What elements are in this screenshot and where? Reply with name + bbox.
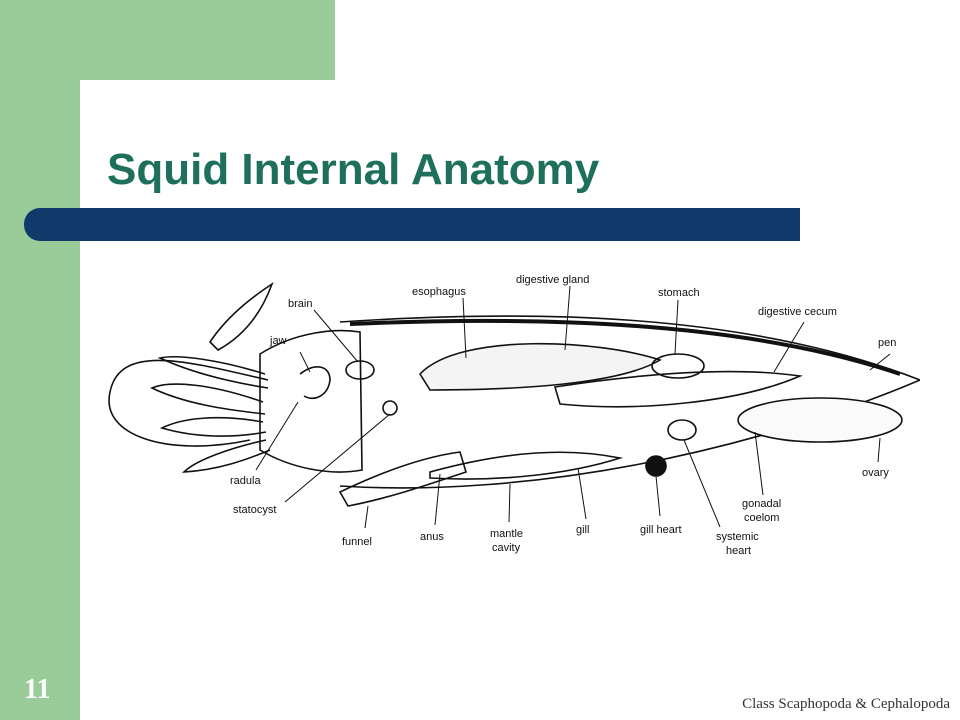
label-mantle-cavity-line1: mantle [490,528,523,540]
arm-upper [157,355,269,389]
pointer-lines [255,285,891,529]
squid-anatomy-diagram: brain esophagus digestive gland stomach … [100,262,920,572]
label-systemic-heart-line1: systemic [716,531,759,543]
digestive-cecum-shape [553,370,803,408]
label-gonadal-coelom-line1: gonadal [742,498,781,510]
label-pen: pen [878,337,896,349]
arm-lower [159,416,267,437]
label-digestive-gland: digestive gland [516,274,589,286]
label-esophagus: esophagus [412,286,466,298]
ovary-shape [737,397,903,443]
label-anus: anus [420,531,444,543]
mantle-outline [339,315,920,489]
squid-drawing [108,281,920,507]
systemic-heart-shape [667,419,697,441]
tentacle [108,359,269,447]
jaw-shape [299,366,331,400]
label-stomach: stomach [658,287,700,299]
arm-bottom [181,439,271,473]
gill-shape [429,451,624,480]
green-frame-top [0,0,335,80]
label-statocyst: statocyst [233,504,276,516]
title-underline-bar [24,208,800,241]
label-funnel: funnel [342,536,372,548]
label-gill-heart: gill heart [640,524,682,536]
label-digestive-cecum: digestive cecum [758,306,837,318]
label-ovary: ovary [862,467,889,479]
gill-heart-shape [645,455,667,477]
statocyst-shape [382,400,398,416]
green-frame-left [0,0,80,720]
slide-number: 11 [24,674,51,705]
label-mantle-cavity-line2: cavity [492,542,521,554]
head-outline [259,329,363,473]
brain-shape [345,360,375,380]
label-radula: radula [230,475,261,487]
label-gonadal-coelom-line2: coelom [744,512,779,524]
diagram-labels: brain esophagus digestive gland stomach … [230,274,896,557]
tentacle-club [208,281,274,351]
stomach-shape [651,353,705,379]
digestive-gland-shape [418,342,662,391]
label-brain: brain [288,298,312,310]
slide-title: Squid Internal Anatomy [107,145,600,194]
label-systemic-heart-line2: heart [726,545,751,557]
label-gill: gill [576,524,589,536]
funnel-shape [338,451,467,507]
arm-mid [150,383,266,415]
footer-text: Class Scaphopoda & Cephalopoda [742,696,950,712]
label-jaw: jaw [269,335,287,347]
pen-outline [349,318,901,376]
